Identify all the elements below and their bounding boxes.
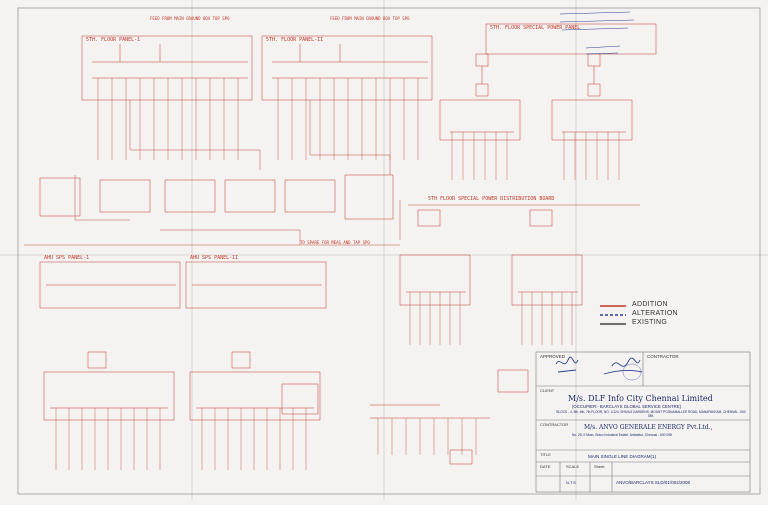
client-label: CLIENT [540, 388, 555, 393]
special-panel-feeders [451, 132, 620, 180]
client-name: M/s. DLF Info City Chennai Limited [568, 394, 713, 403]
ahu-feeders [55, 408, 307, 470]
special-power-panel-upper [439, 23, 657, 141]
contractor-signature [603, 357, 643, 375]
distribution-feeders [377, 292, 573, 455]
title-label: TITLE [540, 452, 551, 457]
panel-2-feeders [277, 78, 419, 160]
panel-1-diagram [81, 35, 253, 101]
legend-alteration: ALTERATION [632, 310, 678, 317]
special-distribution-lower [281, 254, 583, 465]
contractor-label: CONTRACTOR [540, 422, 569, 427]
title-block-frame [535, 351, 751, 493]
panel-4-title: 5TH FLOOR SPECIAL POWER DISTRIBUTION BOA… [428, 196, 555, 202]
client-address: BLOCK - 4, 5th, 6th, 7th FLOOR, NO. 1/12… [556, 410, 746, 418]
approved-signature [555, 356, 579, 373]
legend-addition: ADDITION [632, 301, 668, 308]
ahu-panels [39, 261, 327, 421]
middle-panels [39, 174, 553, 227]
panel-1-title: 5TH. FLOOR PANEL-1 [86, 37, 141, 43]
top-feed-label-1: FEED FROM MAIN GROUND BOX TOP SPO [150, 16, 230, 21]
contractor-sign-label: CONTRACTOR [647, 354, 679, 359]
top-feed-label-2: FEED FROM MAIN GROUND BOX TOP SPO [330, 16, 410, 21]
drawing-title: MAIN SINGLE LINE DIAGRAM(1) [588, 454, 657, 459]
panel-1-feeders [97, 78, 239, 160]
mid-note: TO SPARE FOR MEAS AND TAP SPO [300, 240, 370, 245]
interconnect-lines [24, 100, 640, 246]
panel-2-title: 5TH. FLOOR PANEL-II [266, 37, 324, 43]
contractor-stamp [622, 363, 642, 381]
contractor-address: No. 28, II Main, Sidco Industrial Estate… [572, 433, 672, 437]
legend-existing: EXISTING [632, 319, 668, 326]
contractor-name: M/s. ANVO GENERALE ENERGY Pvt.Ltd., [584, 424, 713, 431]
panel-6-title: AHU SPS PANEL-II [190, 255, 239, 261]
scale-label: SCALE [566, 464, 580, 469]
date-label: DATE [540, 464, 551, 469]
approved-label: APPROVED [540, 354, 566, 359]
panel-2-diagram [261, 35, 433, 101]
drawing-number: ANVO/BARCLAYS SLD/01/002/2008 [616, 480, 690, 485]
panel-3-title: 5TH. FLOOR SPECIAL POWER PANEL [490, 25, 581, 31]
outer-border [17, 7, 761, 495]
occupier-line: (OCCUPIER:- BARCLAYS GLOBAL SERVICE CENT… [572, 404, 682, 409]
scale-value: N.T.S [566, 480, 576, 485]
approval-stamp [559, 11, 635, 55]
panel-5-title: AHU SPS PANEL-1 [44, 255, 90, 261]
sheet-label: Sheet [594, 464, 605, 469]
